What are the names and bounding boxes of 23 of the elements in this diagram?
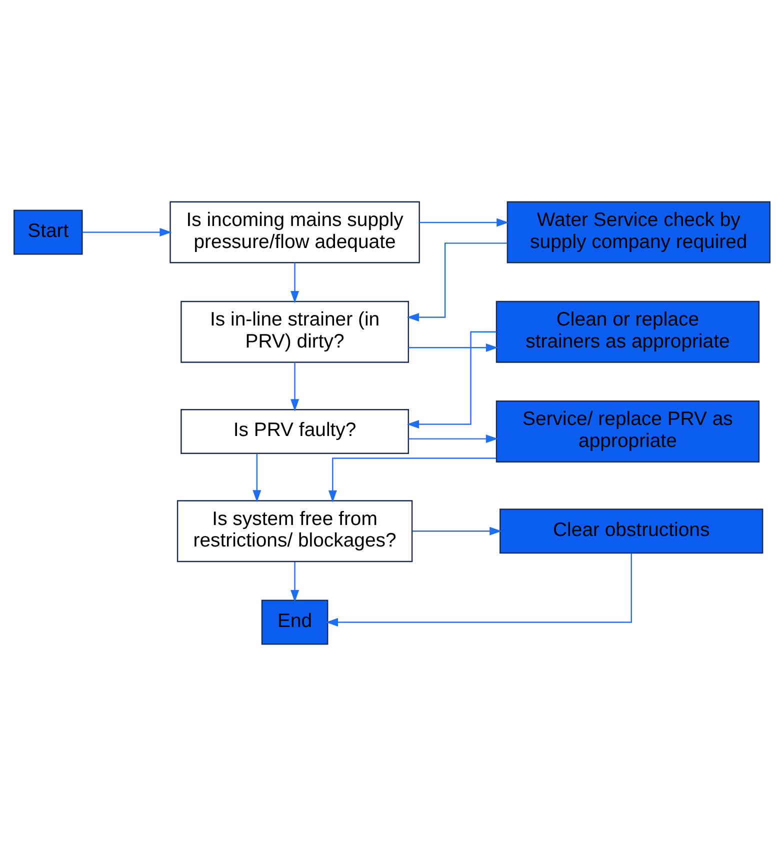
node-box: Clear obstructions	[499, 508, 763, 554]
node-box: Is incoming mains supply pressure/flow adequate	[169, 201, 420, 264]
arrow	[252, 454, 261, 502]
arrow	[290, 562, 299, 602]
node-box: Is system free from restrictions/ blockages?	[176, 500, 412, 562]
arrow	[408, 343, 498, 352]
node-box: Clean or replace strainers as appropriate	[495, 300, 760, 363]
arrow	[328, 458, 496, 502]
arrow	[290, 262, 299, 304]
arrow	[418, 218, 508, 227]
arrow	[408, 434, 498, 444]
node-box: Service/ replace PRV as appropriate	[495, 400, 760, 462]
arrow	[82, 228, 172, 236]
arrow	[325, 553, 632, 627]
arrow	[290, 362, 299, 412]
node-box: Is in-line strainer (in PRV) dirty?	[180, 300, 409, 363]
node-box: End	[260, 600, 328, 645]
node-box: Start	[13, 210, 82, 255]
arrow	[406, 331, 496, 428]
node-box: Is PRV faulty?	[180, 409, 409, 454]
node-box: Water Service check by supply company required	[506, 201, 770, 264]
arrow	[412, 526, 502, 536]
arrow	[406, 242, 507, 322]
